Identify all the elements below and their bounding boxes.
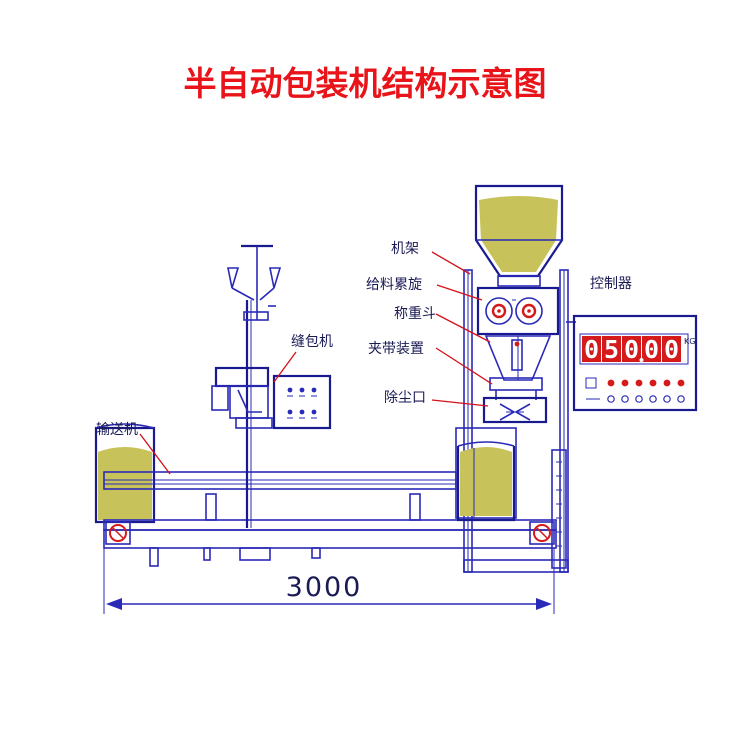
label-controller: 控制器 [590, 276, 632, 292]
filled-bag [456, 441, 516, 522]
sewing-machine [211, 244, 332, 528]
diagram-title: 半自动包装机结构示意图 [184, 64, 547, 103]
dimension-line [103, 548, 555, 614]
readout-digit: 0 [644, 335, 659, 364]
readout-digit-cell [642, 336, 661, 362]
controller-unit: 0 5 0 0 0 KG [566, 314, 698, 412]
leader-weigh-hopper [435, 313, 491, 343]
readout-digit-cell [582, 336, 601, 362]
readout-digit-cell [662, 336, 681, 362]
label-conveyor: 输送机 [96, 422, 138, 438]
readout-digit-cell [602, 336, 621, 362]
controller-readout: 0 5 0 0 0 [582, 335, 681, 364]
readout-digit: 0 [664, 335, 679, 364]
weigh-hopper [484, 335, 552, 381]
conveyor-belt [103, 471, 457, 490]
conveyor-motor-left-icon [105, 521, 131, 545]
label-bag-clamp: 夹带装置 [368, 341, 424, 357]
feed-screw-assembly [476, 286, 560, 336]
label-sewing-machine: 缝包机 [291, 334, 333, 350]
label-dust-port: 除尘口 [384, 390, 426, 406]
controller-indicator-lights [607, 379, 685, 387]
readout-unit: KG [684, 337, 695, 346]
conveyor-motor-right-icon [529, 521, 555, 545]
main-frame [455, 269, 569, 573]
dust-port [482, 396, 548, 424]
readout-digit: 0 [624, 335, 639, 364]
bag-clamp [489, 377, 543, 400]
conveyor-frame [103, 493, 557, 567]
label-frame: 机架 [391, 241, 419, 257]
dimension-length-label: 3000 [286, 572, 363, 603]
readout-digit: 0 [584, 335, 599, 364]
leader-dust-port [431, 399, 489, 407]
controller-buttons [607, 395, 685, 403]
readout-digit: 5 [604, 335, 619, 364]
label-feed-screw: 给料累旋 [366, 277, 422, 293]
label-weigh-hopper: 称重斗 [394, 306, 436, 322]
leader-feed-screw [436, 284, 483, 301]
material-hopper [474, 184, 564, 287]
leader-frame [431, 251, 471, 275]
readout-digit-cell [622, 336, 641, 362]
readout-decimal-point [639, 358, 644, 362]
leader-bag-clamp [435, 347, 493, 385]
leader-sewing-machine [273, 351, 297, 383]
leader-conveyor [139, 433, 171, 475]
